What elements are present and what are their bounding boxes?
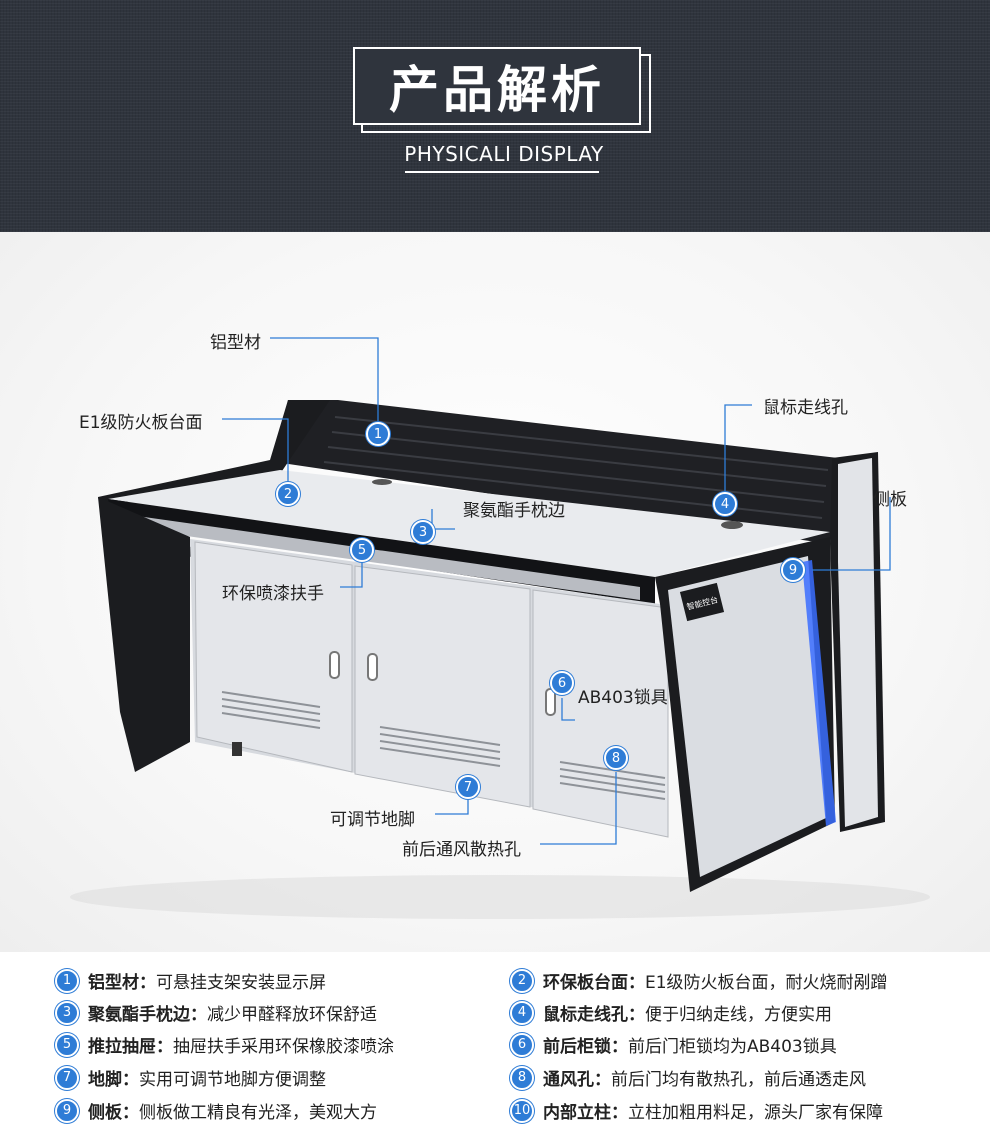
- subtitle-underline: [405, 171, 599, 173]
- feature-name: 地脚：: [88, 1070, 139, 1090]
- feature-item-7: 7 地脚： 实用可调节地脚方便调整: [55, 1065, 326, 1090]
- feature-desc: 可悬挂支架安装显示屏: [156, 973, 326, 993]
- feature-name: 鼠标走线孔：: [543, 1005, 645, 1025]
- callout-badge-2: 2: [276, 482, 300, 506]
- feature-name: 环保板台面：: [543, 973, 645, 993]
- callout-badge-9: 9: [781, 558, 805, 582]
- callout-badge-8: 8: [604, 746, 628, 770]
- mouse-hole-left: [372, 479, 392, 485]
- feature-name: 内部立柱：: [543, 1103, 628, 1123]
- door-2: [354, 565, 531, 808]
- rear-side-panel: [838, 458, 878, 827]
- product-stage: 智能控台 铝型材 E1级防火板台面 聚氨酯手枕边 鼠标走线孔 环保喷漆扶手 AB…: [0, 232, 990, 952]
- adjustable-foot: [232, 742, 242, 756]
- feature-desc: 实用可调节地脚方便调整: [139, 1070, 326, 1090]
- feature-desc: 前后门均有散热孔，前后通透走风: [611, 1070, 866, 1090]
- led-strip: [802, 560, 836, 826]
- locks: [329, 651, 556, 716]
- feature-number: 5: [55, 1032, 79, 1057]
- callout-label-8: 前后通风散热孔: [402, 840, 521, 860]
- feature-name: 前后柜锁：: [543, 1037, 628, 1057]
- feature-item-8: 8 通风孔： 前后门均有散热孔，前后通透走风: [510, 1065, 866, 1090]
- callout-badge-4: 4: [713, 492, 737, 516]
- title-frame: 产品解析: [353, 47, 641, 125]
- feature-number: 2: [510, 968, 534, 993]
- vent-slots: [221, 691, 666, 800]
- callout-label-6: AB403锁具: [578, 688, 668, 708]
- feature-desc: 侧板做工精良有光泽，美观大方: [139, 1103, 377, 1123]
- callout-label-1: 铝型材: [210, 333, 261, 353]
- feature-number: 1: [55, 968, 79, 993]
- callout-label-2: E1级防火板台面: [79, 413, 203, 433]
- feature-number: 6: [510, 1032, 534, 1057]
- feature-name: 通风孔：: [543, 1070, 611, 1090]
- feature-name: 聚氨酯手枕边：: [88, 1005, 207, 1025]
- feature-list: 1 铝型材： 可悬挂支架安装显示屏 2 环保板台面： E1级防火板台面，耐火烧耐…: [0, 960, 990, 1140]
- page-subtitle: PHYSICALI DISPLAY: [404, 142, 604, 166]
- console-desk-illustration: 智能控台: [70, 337, 930, 919]
- callout-label-7: 可调节地脚: [330, 810, 415, 830]
- feature-number: 9: [55, 1098, 79, 1123]
- callout-badge-1: 1: [366, 422, 390, 446]
- feature-name: 铝型材：: [88, 973, 156, 993]
- left-side-panel: [98, 497, 190, 772]
- feature-desc: 前后门柜锁均为AB403锁具: [628, 1037, 837, 1057]
- door-3: [532, 589, 669, 838]
- page-title: 产品解析: [389, 61, 605, 119]
- feature-name: 推拉抽屉：: [88, 1037, 173, 1057]
- feature-item-1: 1 铝型材： 可悬挂支架安装显示屏: [55, 968, 326, 993]
- feature-desc: E1级防火板台面，耐火烧耐剐蹭: [645, 973, 888, 993]
- door-1: [194, 541, 353, 773]
- feature-desc: 减少甲醛释放环保舒适: [207, 1005, 377, 1025]
- drawer-rail: [130, 515, 640, 600]
- feature-desc: 立柱加粗用料足，源头厂家有保障: [628, 1103, 883, 1123]
- feature-name: 侧板：: [88, 1103, 139, 1123]
- feature-item-6: 6 前后柜锁： 前后门柜锁均为AB403锁具: [510, 1032, 837, 1057]
- mouse-hole-right: [721, 521, 743, 529]
- feature-number: 4: [510, 1000, 534, 1025]
- feature-desc: 便于归纳走线，方便实用: [645, 1005, 832, 1025]
- callout-badge-5: 5: [350, 538, 374, 562]
- feature-item-2: 2 环保板台面： E1级防火板台面，耐火烧耐剐蹭: [510, 968, 888, 993]
- floor-shadow: [70, 875, 930, 919]
- header-banner: 产品解析 PHYSICALI DISPLAY: [0, 0, 990, 232]
- callout-label-9: 侧板: [873, 490, 907, 510]
- callout-label-3: 聚氨酯手枕边: [463, 501, 565, 521]
- feature-item-3: 3 聚氨酯手枕边： 减少甲醛释放环保舒适: [55, 1000, 377, 1025]
- feature-item-5: 5 推拉抽屉： 抽屉扶手采用环保橡胶漆喷涂: [55, 1032, 394, 1057]
- callout-label-4: 鼠标走线孔: [763, 398, 848, 418]
- feature-number: 10: [510, 1098, 534, 1123]
- feature-item-10: 10 内部立柱： 立柱加粗用料足，源头厂家有保障: [510, 1098, 883, 1123]
- right-side-panel: [668, 556, 826, 877]
- callout-label-5: 环保喷漆扶手: [222, 584, 324, 604]
- feature-number: 8: [510, 1065, 534, 1090]
- feature-number: 3: [55, 1000, 79, 1025]
- feature-item-4: 4 鼠标走线孔： 便于归纳走线，方便实用: [510, 1000, 832, 1025]
- feature-desc: 抽屉扶手采用环保橡胶漆喷涂: [173, 1037, 394, 1057]
- brand-logo-plate: [679, 582, 725, 622]
- callout-badge-3: 3: [411, 520, 435, 544]
- feature-item-9: 9 侧板： 侧板做工精良有光泽，美观大方: [55, 1098, 377, 1123]
- feature-number: 7: [55, 1065, 79, 1090]
- callout-badge-7: 7: [456, 775, 480, 799]
- callout-badge-6: 6: [550, 671, 574, 695]
